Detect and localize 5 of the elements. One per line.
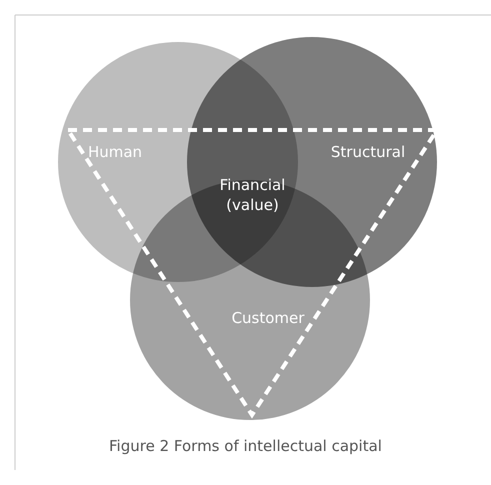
circle-label: Customer (232, 309, 304, 327)
circle-label: Structural (330, 143, 406, 161)
circle-label: Human (88, 143, 142, 161)
overlap-label: Financial (value) (218, 175, 286, 215)
figure-caption: Figure 2 Forms of intellectual capital (109, 437, 382, 455)
